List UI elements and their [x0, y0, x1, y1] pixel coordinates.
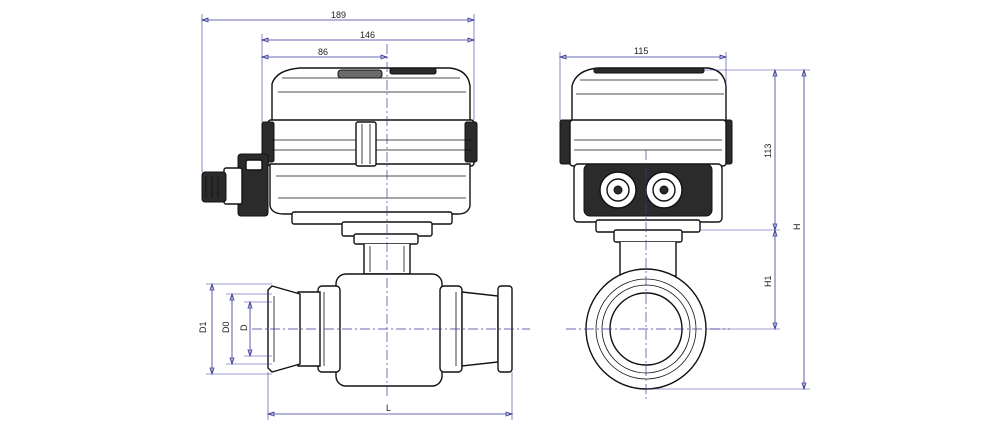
dimension-86: 86	[260, 47, 389, 60]
dimension-115: 115	[558, 46, 728, 120]
dimension-86-label: 86	[318, 47, 328, 57]
dimension-H: H	[646, 68, 810, 391]
front-cable-gland	[201, 153, 269, 217]
dimension-146: 146	[260, 30, 476, 122]
dimension-D0-label: D0	[221, 321, 231, 333]
dimension-H1-label: H1	[763, 275, 773, 287]
dimension-D0: D0	[221, 292, 272, 366]
dimension-189: 189	[200, 10, 476, 172]
dimension-D: D	[239, 300, 272, 358]
side-view: 115 113 H1 H	[558, 46, 810, 402]
side-actuator-housing	[559, 67, 733, 243]
dimension-146-label: 146	[360, 30, 375, 40]
dimension-113: 113	[700, 68, 810, 232]
dimension-113-label: 113	[763, 144, 773, 158]
dimension-L: L	[266, 372, 514, 420]
dimension-L-label: L	[386, 403, 391, 413]
front-valve-body	[267, 273, 513, 387]
dimension-H-label: H	[792, 224, 802, 231]
dimension-H1: H1	[706, 228, 780, 331]
dimension-D-label: D	[239, 324, 249, 331]
dimension-115-label: 115	[634, 46, 648, 56]
front-view: 189 146 86 D1 D0	[198, 10, 530, 420]
dimension-189-label: 189	[331, 10, 346, 20]
dimension-D1-label: D1	[198, 321, 208, 333]
dimension-D1: D1	[198, 282, 272, 376]
front-actuator-housing	[261, 67, 478, 245]
